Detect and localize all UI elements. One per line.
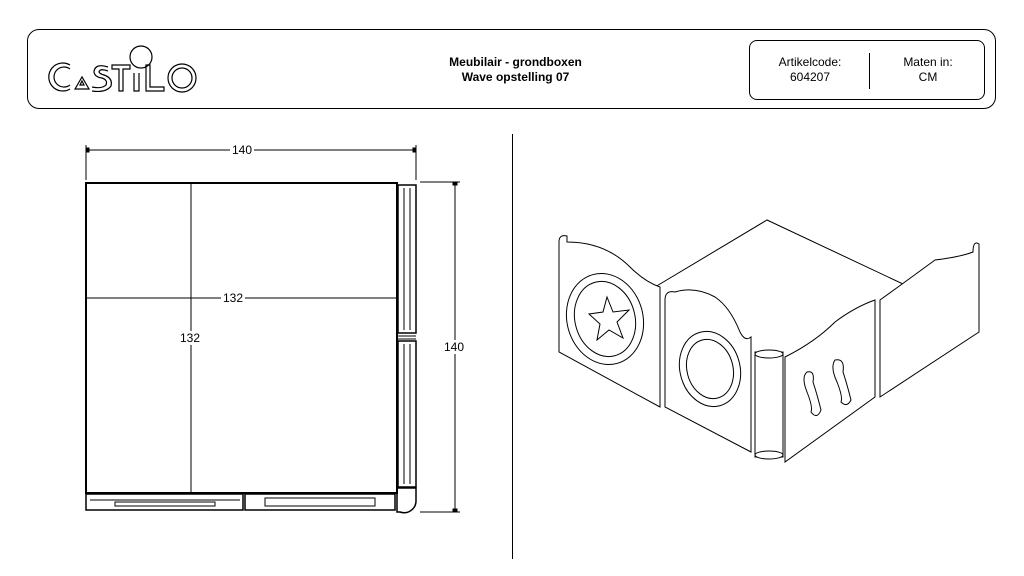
article-code-label: Artikelcode: — [778, 55, 842, 69]
star-icon — [587, 295, 631, 342]
units-label: Maten in: — [903, 55, 953, 69]
units: Maten in: CM — [870, 55, 986, 85]
panel-right — [879, 242, 980, 398]
dim-outer-width: 140 — [230, 143, 255, 157]
article-code: Artikelcode: 604207 — [750, 55, 870, 85]
wave-slot-2 — [832, 359, 852, 406]
title-block: Meubilair - grondboxen Wave opstelling 0… — [27, 29, 996, 109]
units-value: CM — [918, 70, 938, 84]
dim-inner-width: 132 — [221, 291, 246, 305]
floor-outline — [654, 219, 921, 293]
top-view-drawing — [85, 145, 460, 514]
floor-panel — [85, 182, 398, 494]
isometric-view — [558, 219, 980, 463]
wave-slot-1 — [803, 371, 822, 416]
dim-outer-depth: 140 — [442, 340, 467, 354]
dim-inner-depth: 132 — [178, 331, 203, 345]
castilo-logo — [48, 45, 197, 93]
info-divider — [869, 53, 870, 89]
title-line-1: Meubilair - grondboxen — [449, 55, 582, 69]
drawing-title: Meubilair - grondboxen Wave opstelling 0… — [428, 55, 603, 85]
corner-post — [754, 351, 784, 458]
panel-wave — [784, 299, 876, 463]
info-box: Artikelcode: 604207 Maten in: CM — [749, 40, 985, 100]
article-code-value: 604207 — [789, 70, 831, 84]
title-line-2: Wave opstelling 07 — [461, 70, 570, 84]
view-divider — [512, 134, 513, 559]
